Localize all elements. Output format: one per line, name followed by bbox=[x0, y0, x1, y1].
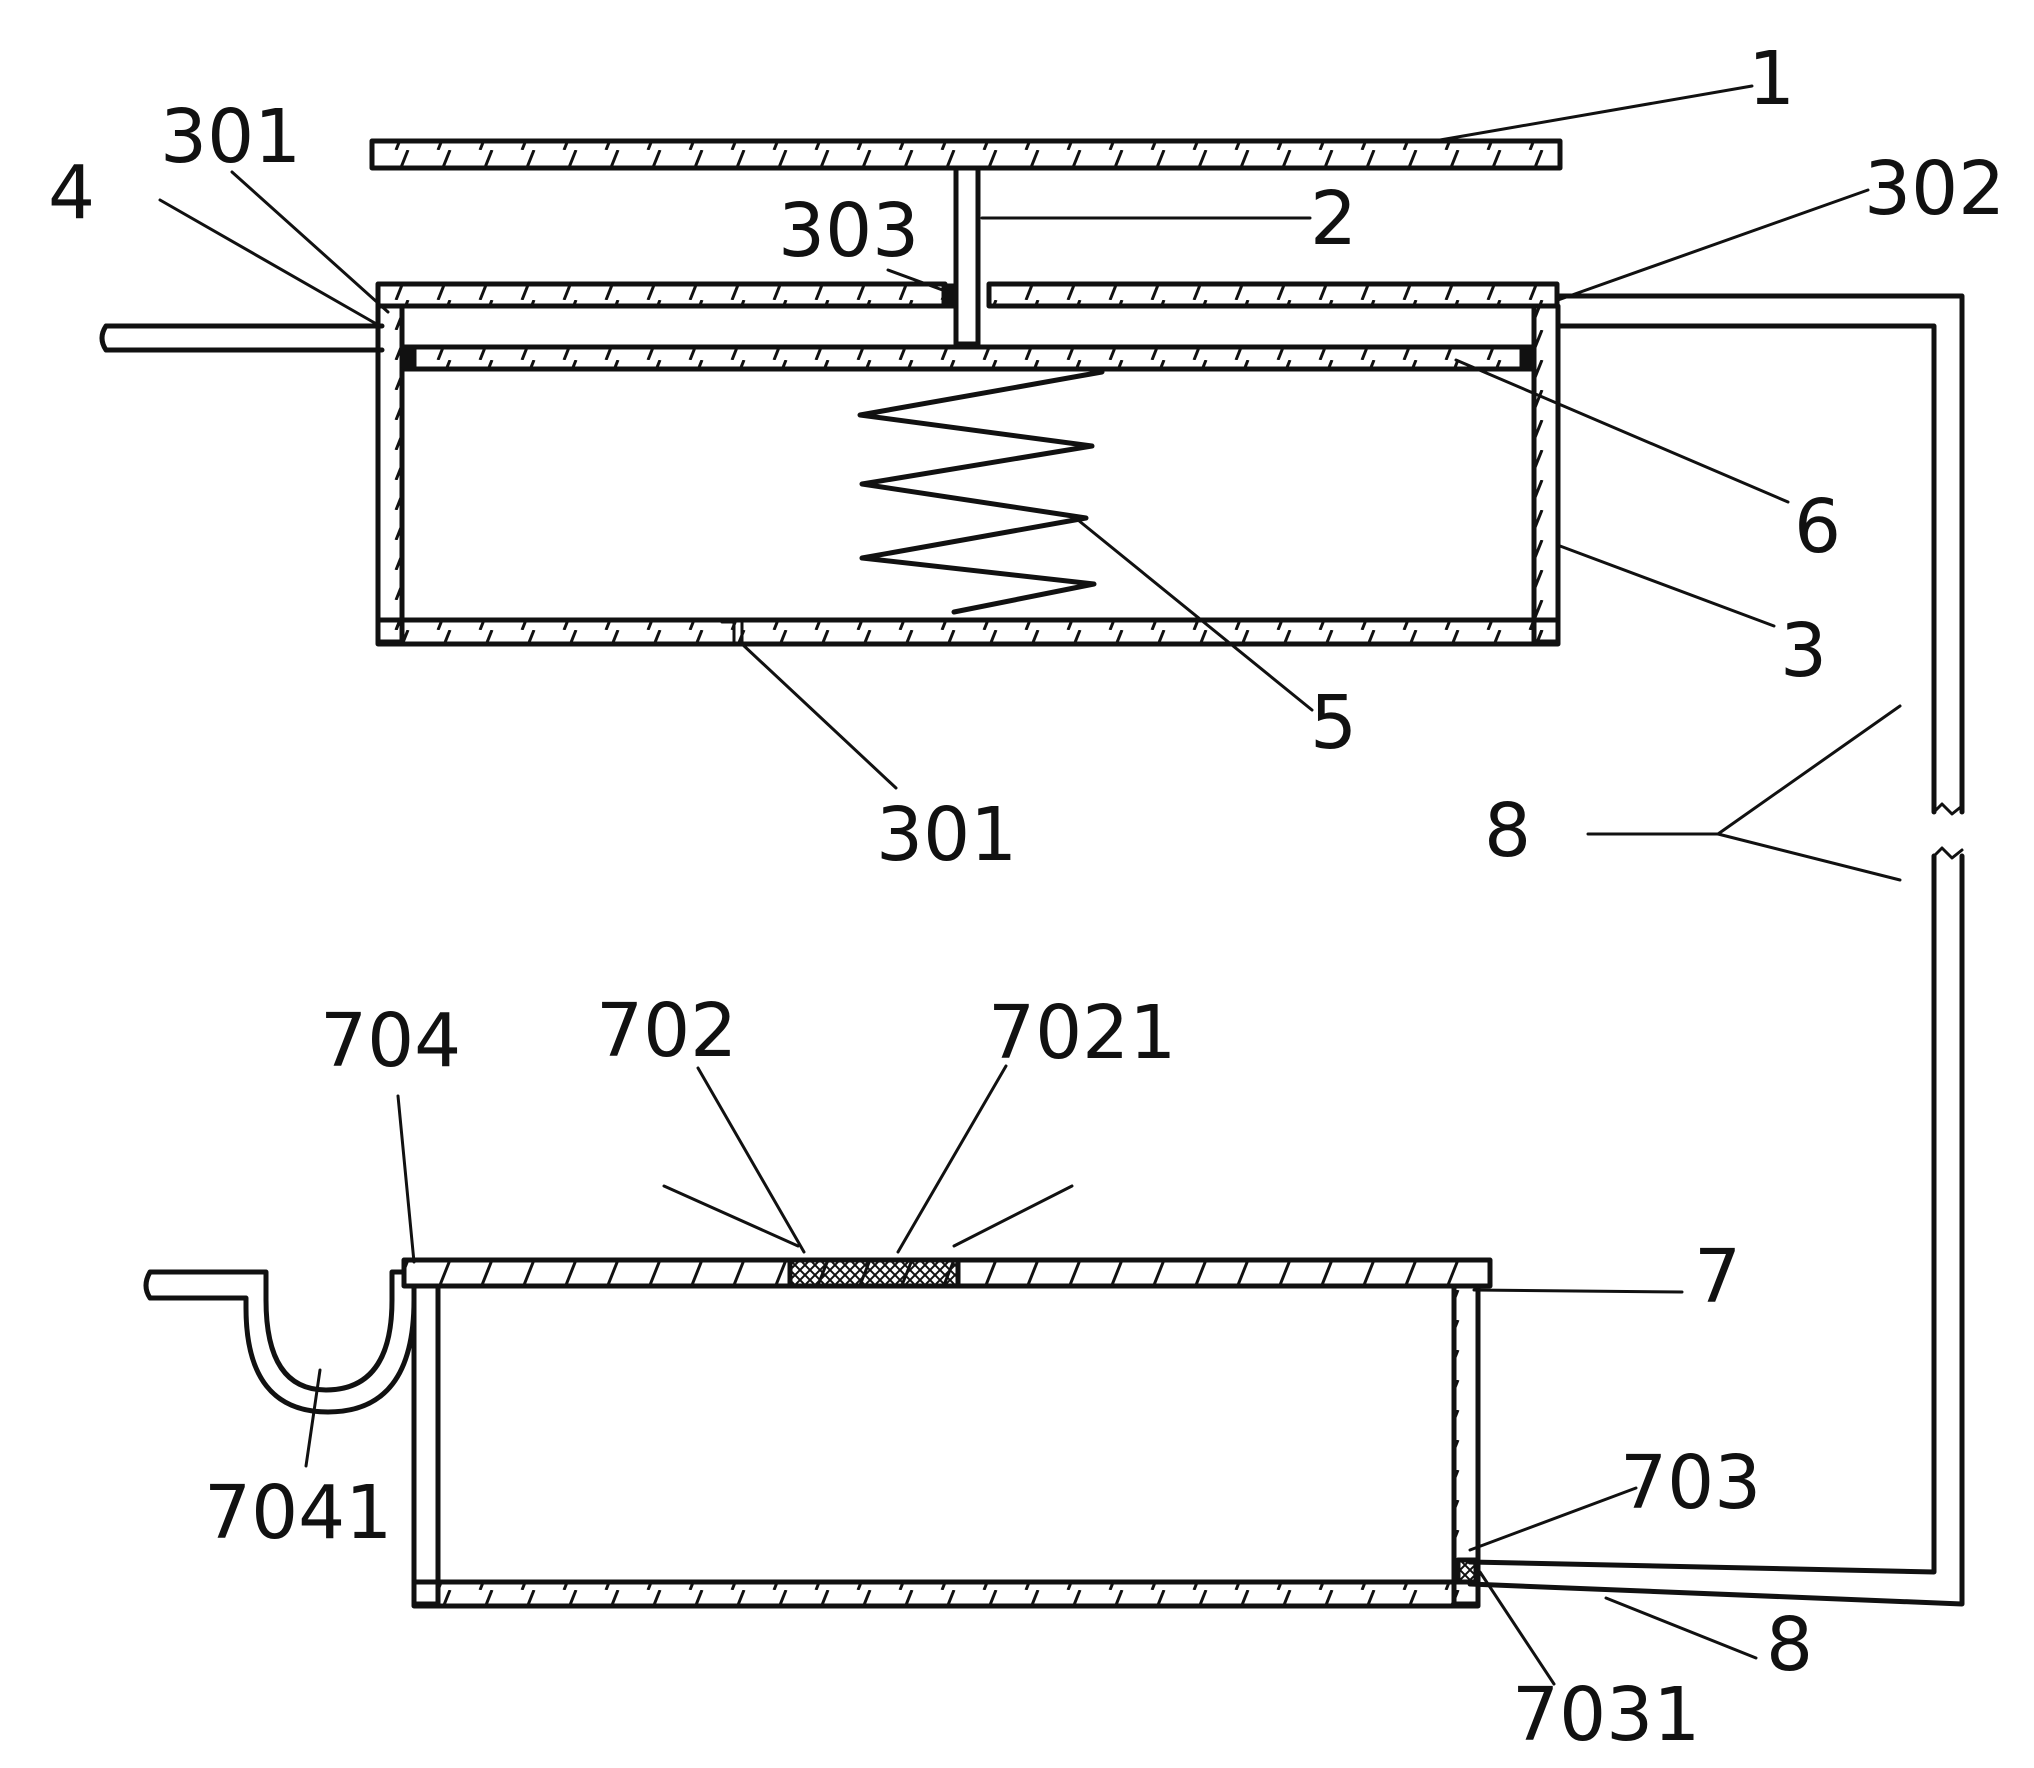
label-7041: 7041 bbox=[204, 1470, 392, 1556]
outlet-pipe-upper bbox=[1555, 293, 1965, 815]
label-703: 703 bbox=[1620, 1440, 1761, 1526]
rod-seal bbox=[941, 283, 959, 309]
label-1: 1 bbox=[1748, 36, 1795, 122]
label-4: 4 bbox=[48, 150, 95, 236]
label-301-top: 301 bbox=[160, 94, 301, 180]
label-7: 7 bbox=[1694, 1234, 1741, 1320]
label-8-upper: 8 bbox=[1484, 788, 1531, 874]
label-8-lower: 8 bbox=[1766, 1602, 1813, 1688]
top-plate bbox=[369, 138, 1563, 171]
label-704: 704 bbox=[320, 998, 461, 1084]
label-702: 702 bbox=[596, 988, 737, 1074]
mesh-vent bbox=[787, 1257, 961, 1289]
label-5: 5 bbox=[1310, 680, 1357, 766]
spring bbox=[857, 369, 1105, 615]
vent-hole bbox=[720, 620, 744, 646]
label-2: 2 bbox=[1310, 176, 1357, 262]
piston-plate bbox=[399, 344, 1537, 372]
outlet-pipe-lower bbox=[1467, 853, 1965, 1607]
leader-lines bbox=[158, 84, 1902, 1686]
label-303: 303 bbox=[778, 188, 919, 274]
pipe-break bbox=[1932, 802, 1964, 860]
label-7031: 7031 bbox=[1512, 1672, 1700, 1758]
label-7021: 7021 bbox=[988, 990, 1176, 1076]
label-6: 6 bbox=[1794, 484, 1841, 570]
lower-container bbox=[401, 1257, 1493, 1609]
label-3: 3 bbox=[1780, 608, 1827, 694]
trap-pipe bbox=[143, 1269, 417, 1415]
outlet-valve bbox=[1455, 1557, 1479, 1585]
connecting-rod bbox=[953, 165, 981, 347]
label-301-bottom: 301 bbox=[876, 792, 1017, 878]
label-302: 302 bbox=[1864, 146, 2005, 232]
inlet-pipe bbox=[99, 323, 385, 353]
part-labels: 1 2 302 4 301 303 6 3 5 301 8 704 702 70… bbox=[48, 36, 2005, 1758]
